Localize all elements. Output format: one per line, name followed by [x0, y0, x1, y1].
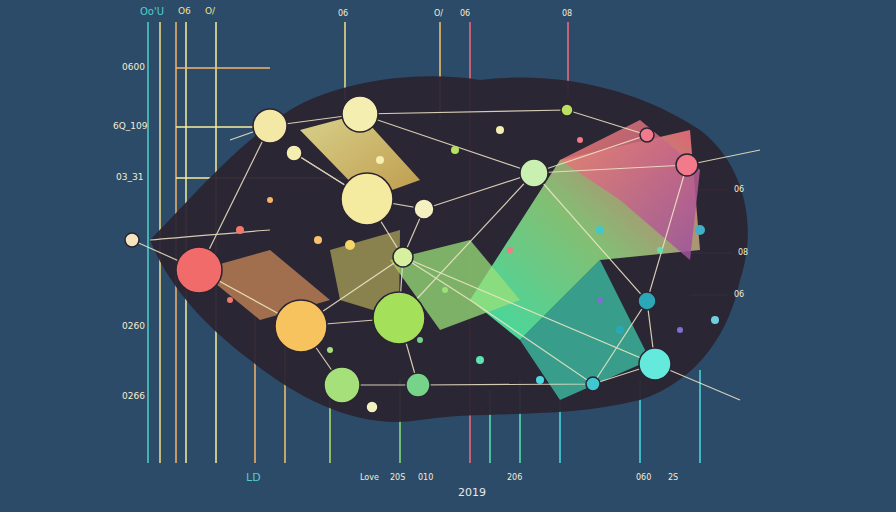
axis-label: O/	[434, 10, 443, 18]
axis-label: 06	[734, 186, 744, 194]
axis-label: 08	[738, 249, 748, 257]
axis-label: 03_31	[116, 173, 143, 182]
axis-label: 08	[562, 10, 572, 18]
axis-label: Oo'U	[140, 7, 164, 17]
axis-label: 20S	[390, 474, 405, 482]
axis-label: 06	[338, 10, 348, 18]
axis-label: 2S	[668, 474, 678, 482]
axis-label: LD	[246, 472, 261, 483]
axis-label: 0600	[122, 63, 145, 72]
axis-label: Love	[360, 474, 379, 482]
axis-label: 06	[734, 291, 744, 299]
axis-label: 6Q_109	[113, 122, 148, 131]
axis-label: O6	[178, 7, 191, 16]
axis-label: 0260	[122, 322, 145, 331]
axis-label: 06	[460, 10, 470, 18]
axis-label: 0266	[122, 392, 145, 401]
axis-label: O/	[205, 7, 215, 16]
axis-label: 010	[418, 474, 433, 482]
axis-label: 206	[507, 474, 522, 482]
axis-label: 060	[636, 474, 651, 482]
axis-label: 2019	[458, 487, 486, 498]
